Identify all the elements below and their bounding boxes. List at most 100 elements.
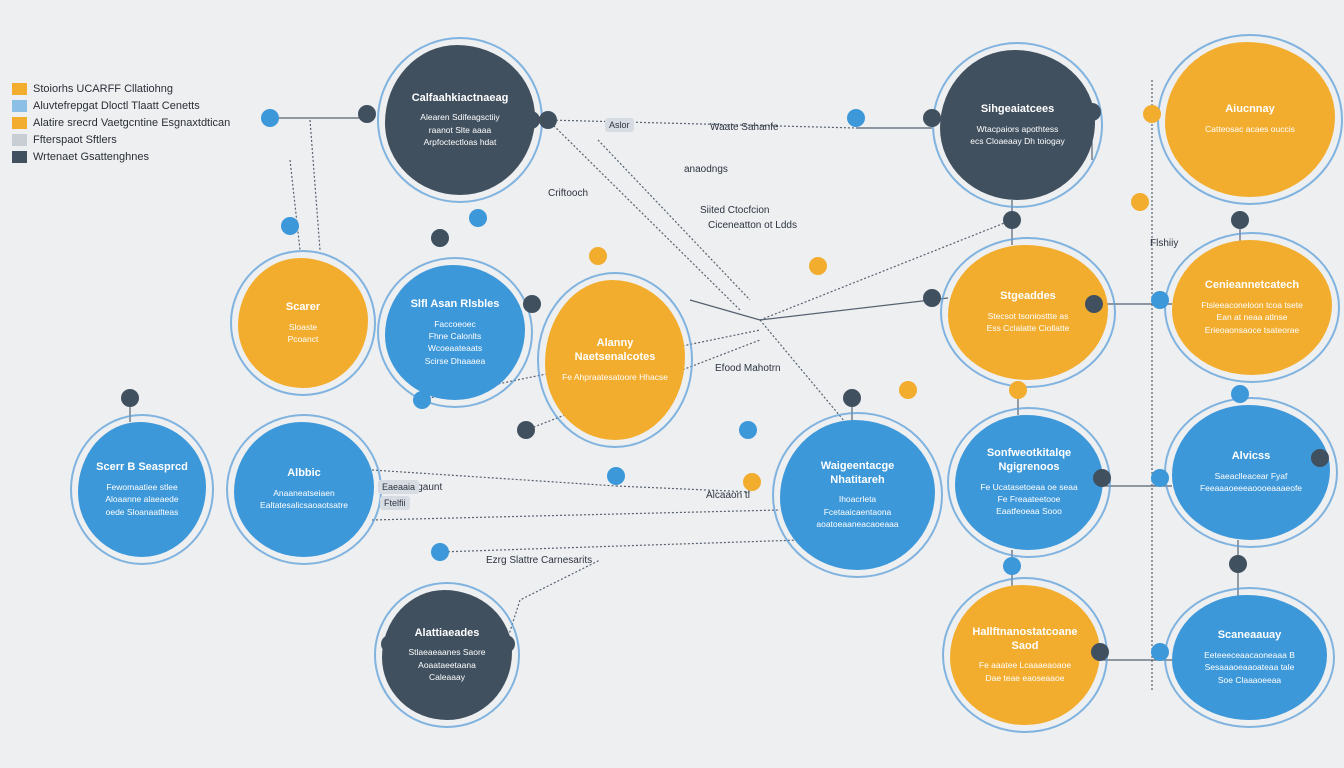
annotation-label: Ciceneatton ot Ldds <box>708 220 797 231</box>
connector-node-icon <box>1231 211 1249 229</box>
node-line: Fe Ucatasetoeaa oe seaa <box>980 481 1078 492</box>
node-ring <box>374 582 520 728</box>
node-line: Soe Claaaoeeaa <box>1217 674 1282 685</box>
node-line: Ess Cclalatte Ciollatte <box>986 323 1070 334</box>
connector-node-icon <box>899 381 917 399</box>
legend-swatch <box>12 82 27 95</box>
connector-node-icon <box>1311 449 1329 467</box>
connector-node-icon <box>539 111 557 129</box>
connector-node-icon <box>847 109 865 127</box>
node-title: Stgeaddes <box>1000 290 1056 303</box>
legend-label: Stoiorhs UCARFF Cllatiohng <box>33 82 173 95</box>
connector-line <box>759 219 1013 321</box>
connector-node-icon <box>1231 385 1249 403</box>
connector-node-icon <box>607 467 625 485</box>
annotation-label: Criftooch <box>548 188 589 199</box>
connector-line <box>439 539 801 553</box>
connector-node-icon <box>1085 295 1103 313</box>
connector-node-icon <box>923 289 941 307</box>
node-title: Slfl Asan Rlsbles <box>410 298 500 310</box>
legend-item: Alatire srecrd Vaetgcntine Esgnaxtdtican <box>12 114 230 131</box>
annotation-label: Efood Mahotrn <box>715 363 781 374</box>
connector-node-icon <box>1009 381 1027 399</box>
node-ring <box>537 272 693 448</box>
diagram-node-n12[interactable]: Sonfweotkitalqe Ngigrenoos Fe Ucatasetoea… <box>955 415 1103 550</box>
node-line: Dae teae eaoseaaoe <box>985 672 1065 683</box>
node-line: Stlaeaeaanes Saore <box>408 647 486 658</box>
annotation-label: Siited Ctocfcion <box>700 205 770 216</box>
connector-line <box>289 159 301 251</box>
connector-node-icon <box>809 257 827 275</box>
legend-label: Ffterspaot Sftlers <box>33 133 117 146</box>
node-title: Alvicss <box>1231 450 1271 463</box>
connector-node-icon <box>1151 643 1169 661</box>
annotation-tag: Aslor <box>605 118 634 132</box>
connector-node-icon <box>1229 555 1247 573</box>
connector-node-icon <box>1091 643 1109 661</box>
node-line: Eeteeeceaacaoneaaa B <box>1204 649 1295 660</box>
annotation-label: Flshiiy <box>1150 238 1179 249</box>
node-title: Waigeentacge Nhatitareh <box>820 459 895 486</box>
node-title: Scerr B Seasprcd <box>96 461 188 474</box>
connector-node-icon <box>743 473 761 491</box>
connector-node-icon <box>1003 557 1021 575</box>
annotation-label: anaodngs <box>684 164 728 175</box>
connector-node-icon <box>1093 469 1111 487</box>
node-line: Anaaneatseiaen <box>273 488 335 499</box>
node-ring <box>947 407 1111 558</box>
node-line: raanot Slte aaaa <box>428 124 492 135</box>
node-title: Hallftnanostatcoane Saod <box>972 625 1078 652</box>
node-line: Fewomaatiee stlee <box>106 481 178 492</box>
connector-node-icon <box>1151 291 1169 309</box>
annotation-label: Waate Sahanfe <box>710 122 779 133</box>
connector-node-icon <box>281 217 299 235</box>
connector-node-icon <box>522 111 540 129</box>
node-title: Sonfweotkitalqe Ngigrenoos <box>986 447 1072 474</box>
node-line: Sesaaaoeaaoateaa tale <box>1204 662 1295 673</box>
node-line: Ftsleeaconeloon tcoa tsete <box>1201 299 1303 310</box>
legend-item: Stoiorhs UCARFF Cllatiohng <box>12 80 230 97</box>
connector-line <box>505 559 601 645</box>
annotation-label: Ezrg Slattre Carnesarits <box>486 555 593 566</box>
legend-swatch <box>12 99 27 112</box>
node-line: Sloaste <box>288 321 318 332</box>
node-line: Alearen Sdifeagsctiiy <box>420 112 500 123</box>
connector-node-icon <box>843 389 861 407</box>
connector-node-icon <box>413 391 431 409</box>
node-line: Fhne Calonlts <box>428 331 482 342</box>
connector-node-icon <box>1143 105 1161 123</box>
legend-label: Aluvtefrepgat Dloctl Tlaatt Cenetts <box>33 99 200 112</box>
connector-node-icon <box>1003 211 1021 229</box>
connector-line <box>615 485 753 493</box>
node-line: Arpfoctectloas hdat <box>423 137 497 148</box>
connector-line <box>371 509 781 521</box>
legend-item: Wrtenaet Gsattenghnes <box>12 148 230 165</box>
node-ring <box>230 250 376 396</box>
legend-label: Alatire srecrd Vaetgcntine Esgnaxtdtican <box>33 116 231 129</box>
annotation-label: Eagaunt <box>405 482 443 493</box>
node-line: Ealtatesalicsaoaotsatre <box>260 500 348 511</box>
node-line: Aoaataeetaana <box>418 659 476 670</box>
legend-swatch <box>12 150 27 163</box>
legend-item: Aluvtefrepgat Dloctl Tlaatt Cenetts <box>12 97 230 114</box>
node-title: Cenieannetcatech <box>1204 279 1300 292</box>
node-line: Wtacpaiors apothtess <box>976 123 1059 134</box>
connector-node-icon <box>497 635 515 653</box>
legend-swatch <box>12 133 27 146</box>
